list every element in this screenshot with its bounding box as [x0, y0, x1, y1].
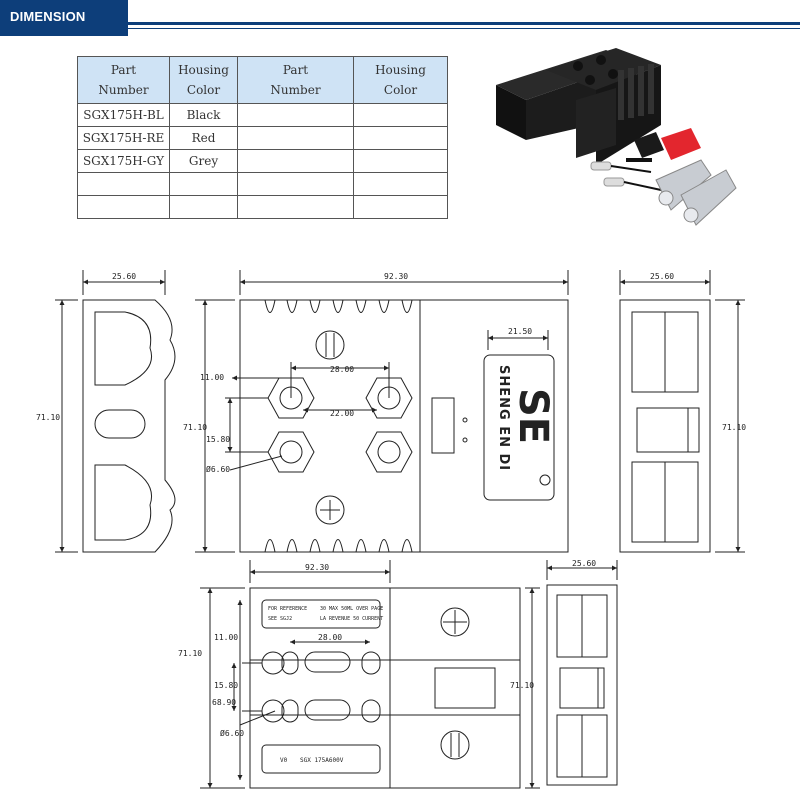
table-row — [77, 195, 448, 219]
header-title: DIMENSION — [10, 9, 86, 24]
table-cell — [169, 195, 238, 219]
hex-nuts — [267, 377, 413, 473]
dim-bottom-height: 71.10 — [178, 649, 202, 658]
table-cell: SGX175H-RE — [77, 126, 170, 150]
dim-bottom-hole-dia: Ø6.60 — [220, 728, 244, 738]
bottom-view — [200, 560, 540, 789]
product-photo — [496, 48, 737, 226]
bottom-side-view — [546, 560, 618, 786]
table-cell: Red — [169, 126, 238, 150]
dim-hole-offset: 11.00 — [200, 373, 224, 382]
table-cell — [237, 103, 354, 127]
table-cell — [237, 126, 354, 150]
terminal-caps-image — [626, 128, 701, 162]
table-cell — [77, 195, 170, 219]
logo-panel — [483, 354, 555, 501]
table-cell: SGX175H-GY — [77, 149, 170, 173]
table-cell: Black — [169, 103, 238, 127]
screw-top — [315, 330, 345, 360]
dim-label-width: 21.50 — [508, 327, 532, 336]
dim-bottom-pitch-y: 15.80 — [214, 681, 238, 690]
dim-bottom-pitch: 28.00 — [318, 633, 342, 642]
dim-bottom-side-width: 25.60 — [572, 559, 596, 568]
table-cell — [353, 126, 448, 150]
engraving-rating: SGX 175A600V — [300, 757, 344, 764]
table-cell — [353, 172, 448, 196]
engraved-labels: FOR REFERENCE SEE SGJ2 30 MAX 50ML OVER … — [268, 606, 383, 764]
dim-front-height: 71.10 — [183, 423, 207, 432]
contacts-image — [590, 159, 737, 226]
dim-side-height: 71.10 — [36, 413, 60, 422]
dim-hole-pitch-y: 15.80 — [206, 435, 230, 444]
brand-mark: SE — [510, 388, 556, 444]
brand-name: SHENG EN DI — [496, 365, 511, 471]
engraving-line: LA REVENUE 50 CURRENT — [320, 616, 383, 622]
dim-bottom-offset: 11.00 — [214, 633, 238, 642]
dim-bottom-right-height: 71.10 — [510, 681, 534, 690]
side-view-left — [55, 270, 176, 553]
dim-bottom-inner-height: 68.90 — [212, 698, 236, 707]
engraving-line: 30 MAX 50ML OVER PAGE — [320, 606, 383, 612]
header-tab: DIMENSION — [0, 0, 128, 36]
engraving-line: FOR REFERENCE — [268, 606, 307, 612]
header-rule — [128, 22, 800, 25]
dim-hole-dia: Ø6.60 — [206, 464, 230, 474]
dim-side-width: 25.60 — [112, 272, 136, 281]
front-view — [195, 270, 569, 553]
dim-right-width: 25.60 — [650, 272, 674, 281]
dim-bottom-width: 92.30 — [305, 563, 329, 572]
header-rule-thin — [128, 28, 800, 29]
col-header-part-number: Part Number — [77, 56, 170, 104]
table-cell: SGX175H-BL — [77, 103, 170, 127]
dim-hole-pitch-x: 28.00 — [330, 365, 354, 374]
table-cell — [353, 103, 448, 127]
table-cell — [353, 195, 448, 219]
col-header-housing-color-2: Housing Color — [353, 56, 448, 104]
dim-front-width: 92.30 — [384, 272, 408, 281]
dim-right-height: 71.10 — [722, 423, 746, 432]
col-header-housing-color: Housing Color — [169, 56, 238, 104]
brand-logo: SHENG EN DI SE — [496, 365, 556, 486]
dimension-labels: 25.60 71.10 92.30 71.10 28.00 11.00 22.0… — [36, 272, 746, 738]
table-header-row: Part Number Housing Color Part Number Ho… — [77, 56, 448, 104]
table-cell — [237, 195, 354, 219]
screw-bottom — [315, 495, 345, 525]
part-number-table: Part Number Housing Color Part Number Ho… — [77, 56, 448, 219]
top-fins — [264, 299, 413, 553]
engraving-line: SEE SGJ2 — [268, 616, 292, 622]
section-header: DIMENSION — [0, 0, 800, 36]
side-view-right — [619, 270, 745, 553]
engraving-tag: V0 — [280, 757, 288, 764]
connector-housing-image — [496, 48, 661, 165]
dim-hex-spacing: 22.00 — [330, 409, 354, 418]
